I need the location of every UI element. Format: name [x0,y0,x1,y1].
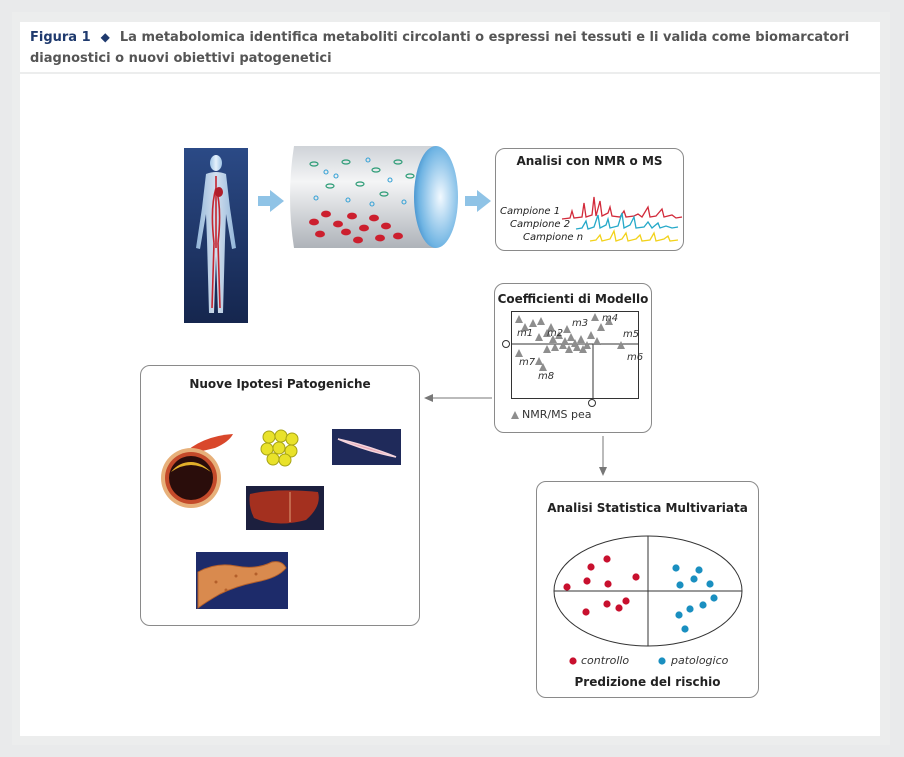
artery-image [161,434,233,508]
origin-marker-bottom [588,399,596,407]
label-m6: m6 [627,352,644,363]
hypothesis-title: Nuove Ipotesi Patogeniche [189,377,371,391]
figure-caption: Figura 1 ◆La metabolomica identifica meta… [30,27,870,69]
pancreas-image [196,552,288,609]
triangle-legend-icon [511,411,519,419]
sample-label-2: Campione 2 [510,219,571,230]
human-body-image [184,148,248,323]
pathologic-legend-label: patologico [671,654,729,667]
score-plot [553,535,743,647]
label-m7: m7 [519,357,536,368]
model-coefficients-title: Coefficienti di Modello [497,292,649,306]
arrow-body-to-vessel [258,190,284,212]
model-coefficients-box: Coefficienti di Modello m1 m2 m3 m4 m5 m… [494,283,652,433]
control-legend-dot [569,657,577,665]
hypothesis-box: Nuove Ipotesi Patogeniche [140,365,420,626]
figure-label: Figura 1 [30,30,91,45]
blood-vessel-cylinder [290,146,458,248]
label-m2: m2 [547,328,564,339]
adipocytes-image [260,429,299,467]
diamond-icon: ◆ [100,30,110,44]
label-m5: m5 [623,329,640,340]
label-m8: m8 [538,371,555,382]
nmr-analysis-title: Analisi con NMR o MS [516,154,663,168]
nmr-analysis-box: Analisi con NMR o MS Campione 1 Campione… [495,148,684,251]
loadings-plot [511,311,639,399]
label-m4: m4 [602,313,619,324]
control-legend-label: controllo [581,654,630,667]
figure-caption-bar: Figura 1 ◆La metabolomica identifica meta… [20,22,880,72]
sample-label-n: Campione n [523,232,584,243]
muscle-cell-image [332,429,401,465]
label-m1: m1 [517,328,534,339]
liver-image [246,486,324,530]
arrow-to-hypothesis [424,394,492,402]
model-legend-label: NMR/MS pea [522,408,592,421]
multivariate-statistics-box: Analisi Statistica Multivariata controll… [536,481,759,698]
multivariate-statistics-title: Analisi Statistica Multivariata [547,501,748,515]
label-m3: m3 [572,318,589,329]
arrow-vessel-to-analysis [465,190,491,212]
arrow-to-statistics [599,436,607,476]
risk-prediction-label: Predizione del rischio [574,675,721,689]
origin-marker-left [502,340,510,348]
caption-text: La metabolomica identifica metaboliti ci… [30,30,850,66]
nmr-spectra [561,196,683,242]
pathologic-legend-dot [658,657,666,665]
sample-label-1: Campione 1 [500,206,561,217]
